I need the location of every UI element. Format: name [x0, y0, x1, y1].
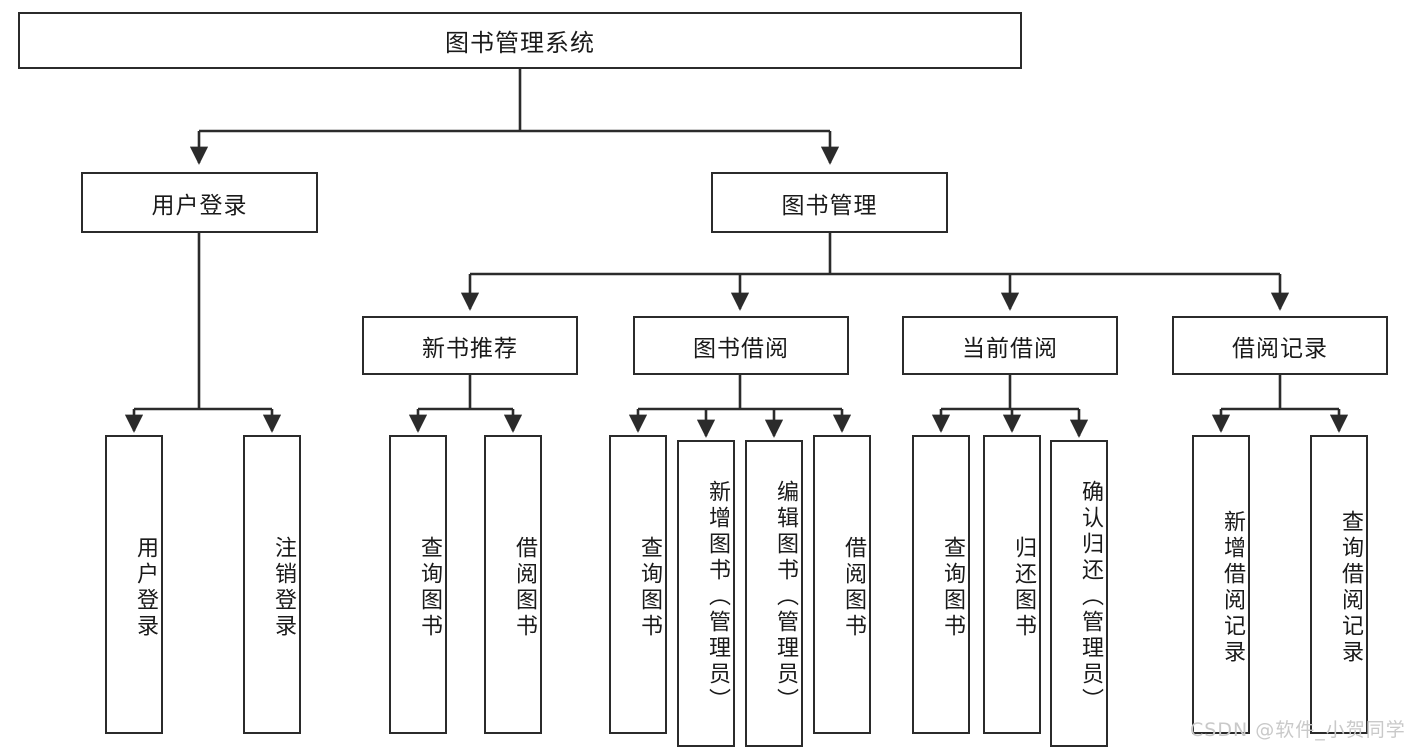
node-new-book-recommend[interactable]: 新书推荐 [362, 316, 578, 375]
leaf-logout-login[interactable]: 注销登录 [243, 435, 301, 734]
leaf-user-login[interactable]: 用户登录 [105, 435, 163, 734]
leaf-query-book-recommend[interactable]: 查询图书 [389, 435, 447, 734]
csdn-watermark: CSDN @软件_小贺同学 [1190, 719, 1405, 741]
leaf-query-book-borrow[interactable]: 查询图书 [609, 435, 667, 734]
leaf-add-borrow-record[interactable]: 新增借阅记录 [1192, 435, 1250, 734]
leaf-add-book-admin[interactable]: 新增图书（管理员） [677, 440, 735, 747]
node-user-login[interactable]: 用户登录 [81, 172, 318, 233]
node-book-management[interactable]: 图书管理 [711, 172, 948, 233]
leaf-query-book-current[interactable]: 查询图书 [912, 435, 970, 734]
node-root-book-management-system[interactable]: 图书管理系统 [18, 12, 1022, 69]
leaf-borrow-book-recommend[interactable]: 借阅图书 [484, 435, 542, 734]
leaf-edit-book-admin[interactable]: 编辑图书（管理员） [745, 440, 803, 747]
node-borrow-record[interactable]: 借阅记录 [1172, 316, 1388, 375]
leaf-query-borrow-record[interactable]: 查询借阅记录 [1310, 435, 1368, 734]
leaf-borrow-book-borrow[interactable]: 借阅图书 [813, 435, 871, 734]
leaf-return-book[interactable]: 归还图书 [983, 435, 1041, 734]
leaf-confirm-return-admin[interactable]: 确认归还（管理员） [1050, 440, 1108, 747]
node-current-borrow[interactable]: 当前借阅 [902, 316, 1118, 375]
node-book-borrow[interactable]: 图书借阅 [633, 316, 849, 375]
